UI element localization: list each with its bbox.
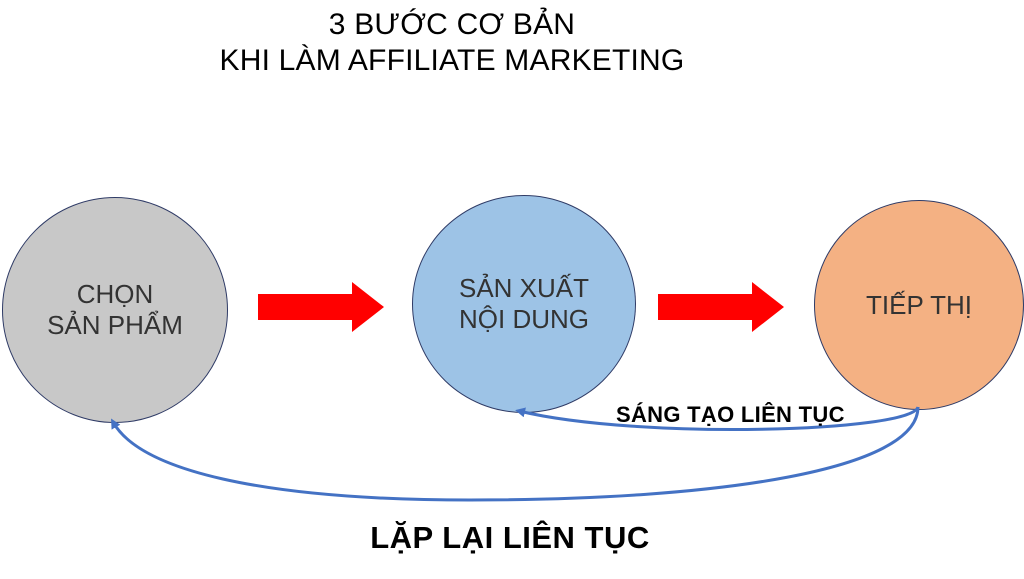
diagram-title-line-2: KHI LÀM AFFILIATE MARKETING — [219, 44, 685, 77]
diagram-title-line-1: 3 BƯỚC CƠ BẢN — [328, 8, 576, 41]
arrow-shape — [258, 282, 384, 332]
step-label-line-2: NỘI DUNG — [459, 304, 589, 334]
step-label-line-1: SẢN XUẤT — [458, 273, 590, 303]
outer-loop-label: LẶP LẠI LIÊN TỤC — [0, 520, 1024, 556]
inner-loop-label: SÁNG TẠO LIÊN TỤC — [616, 402, 845, 427]
outer-loop-label-text: LẶP LẠI LIÊN TỤC — [370, 520, 650, 555]
step-label-line-1: CHỌN — [76, 279, 154, 309]
step-label-line-2: SẢN PHẨM — [47, 310, 183, 340]
step-label-line-1: TIẾP THỊ — [866, 289, 972, 320]
arrow-shape — [658, 282, 784, 332]
step-circle-choose-product: CHỌN SẢN PHẨM — [2, 197, 228, 423]
right-arrow-icon — [658, 282, 784, 332]
right-arrow-icon — [258, 282, 384, 332]
step-circle-marketing: TIẾP THỊ — [814, 200, 1024, 410]
step-circle-produce-content: SẢN XUẤT NỘI DUNG — [412, 195, 636, 413]
